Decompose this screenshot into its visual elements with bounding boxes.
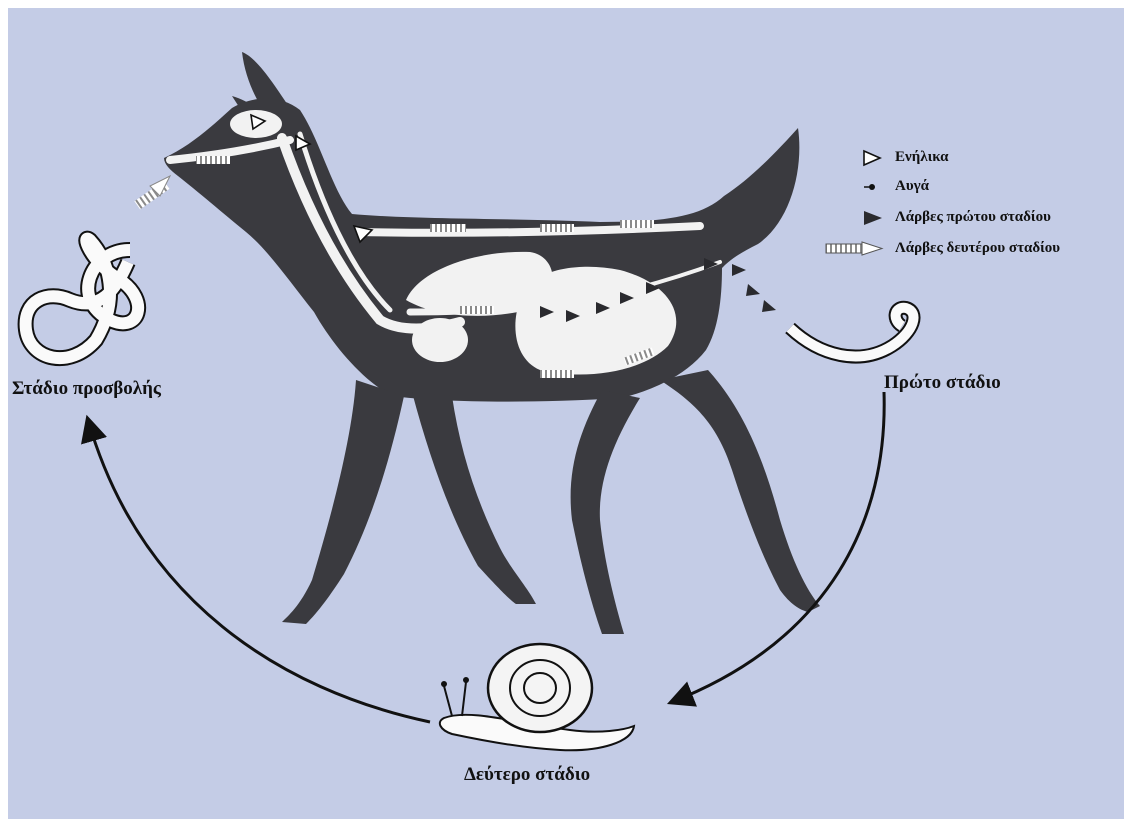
- hollow-triangle-icon: [864, 151, 880, 165]
- infective-larva-worm: [26, 239, 139, 358]
- legend-icons: [826, 151, 882, 255]
- second-stage-label: Δεύτερο στάδιο: [464, 764, 590, 786]
- infective-stage-label: Στάδιο προσβολής: [12, 378, 161, 400]
- striped-arrow-icon: [826, 242, 882, 255]
- legend-label-second-stage-larvae: Λάρβες δευτέρου σταδίου: [895, 240, 1060, 257]
- first-stage-larva-worm: [790, 308, 914, 357]
- egg-dot-icon: [864, 184, 875, 190]
- dark-triangle-icon: [864, 211, 882, 225]
- deer-silhouette: [164, 52, 820, 634]
- legend-label-adults: Ενήλικα: [895, 149, 949, 166]
- snail-illustration: [440, 644, 634, 750]
- first-stage-label: Πρώτο στάδιο: [884, 372, 1001, 394]
- legend-label-first-stage-larvae: Λάρβες πρώτου σταδίου: [895, 209, 1051, 226]
- legend-label-eggs: Αυγά: [895, 178, 929, 195]
